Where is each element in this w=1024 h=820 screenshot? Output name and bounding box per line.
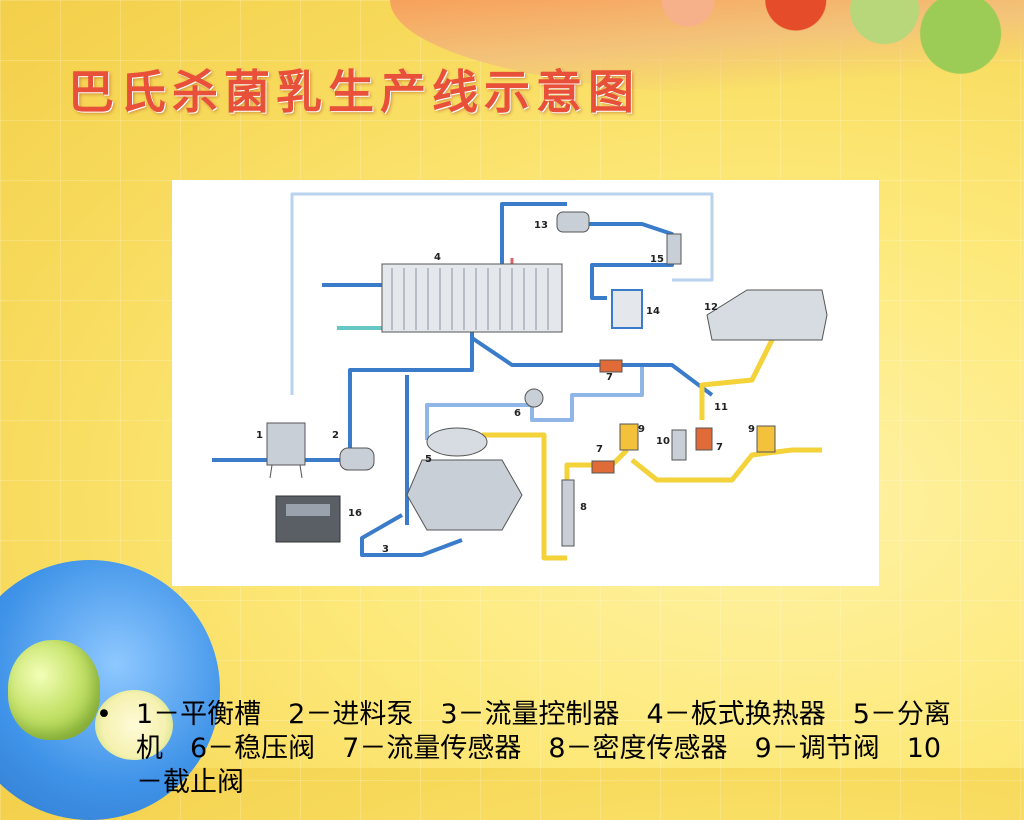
label-12: 12 bbox=[704, 302, 718, 313]
legend-text: 1－平衡槽 2－进料泵 3－流量控制器 4－板式换热器 5－分离机 6－稳压阀 … bbox=[136, 699, 951, 798]
label-8: 8 bbox=[580, 502, 587, 513]
pipe-yellow-return bbox=[699, 330, 775, 420]
control-valve-9a bbox=[619, 423, 639, 451]
label-7b: 7 bbox=[596, 444, 603, 455]
label-15: 15 bbox=[650, 254, 664, 265]
label-6: 6 bbox=[514, 408, 521, 419]
label-13: 13 bbox=[534, 220, 548, 231]
pipe-blue-top-loop bbox=[500, 202, 674, 300]
pipe-flow-controller bbox=[360, 513, 463, 557]
density-sensor-8 bbox=[561, 479, 575, 547]
label-16: 16 bbox=[348, 508, 362, 519]
pipe-blue-flowline bbox=[470, 336, 714, 397]
page-title: 巴氏杀菌乳生产线示意图 bbox=[68, 65, 640, 119]
filling-machine-12 bbox=[706, 289, 828, 341]
flow-sensor-7a bbox=[599, 359, 623, 373]
bullet-marker: • bbox=[96, 699, 112, 730]
hot-water-heater-13 bbox=[556, 211, 590, 233]
diagram-svg: 1 2 3 4 5 6 7 8 9 10 11 12 13 14 15 16 7… bbox=[212, 192, 828, 561]
legend-caption: • 1－平衡槽 2－进料泵 3－流量控制器 4－板式换热器 5－分离机 6－稳压… bbox=[96, 698, 956, 800]
flow-sensor-7b bbox=[591, 460, 615, 474]
label-1: 1 bbox=[256, 430, 263, 441]
label-5: 5 bbox=[425, 454, 432, 465]
label-2: 2 bbox=[332, 430, 339, 441]
holding-tube-14 bbox=[611, 289, 643, 329]
control-panel-16 bbox=[275, 495, 341, 543]
apple-slice-image bbox=[95, 690, 173, 760]
label-10: 10 bbox=[656, 436, 670, 447]
pipe-yellow-product bbox=[482, 432, 822, 561]
feed-pump-2 bbox=[339, 447, 375, 471]
label-7c: 7 bbox=[716, 442, 723, 453]
control-valve-9b bbox=[756, 425, 776, 453]
pipe-light-blue-top bbox=[290, 192, 714, 395]
plate-heat-exchanger-4 bbox=[381, 263, 563, 333]
label-4: 4 bbox=[434, 252, 441, 263]
pipe-pump-exchanger bbox=[348, 330, 474, 450]
pressure-valve-6 bbox=[524, 388, 544, 408]
valve-15 bbox=[666, 233, 682, 265]
label-14: 14 bbox=[646, 306, 660, 317]
label-11: 11 bbox=[714, 402, 728, 413]
pipe-light-blue-mid bbox=[425, 365, 644, 440]
label-9: 9 bbox=[638, 424, 645, 435]
label-7: 7 bbox=[606, 372, 613, 383]
shutoff-valve-10 bbox=[671, 429, 687, 461]
label-9b: 9 bbox=[748, 424, 755, 435]
balance-tank-1 bbox=[266, 422, 306, 479]
label-3: 3 bbox=[382, 544, 389, 555]
separator-5 bbox=[406, 427, 523, 531]
green-apple-image bbox=[8, 640, 100, 740]
valve-11-7 bbox=[695, 427, 713, 451]
production-line-diagram: 1 2 3 4 5 6 7 8 9 10 11 12 13 14 15 16 7… bbox=[172, 180, 879, 586]
